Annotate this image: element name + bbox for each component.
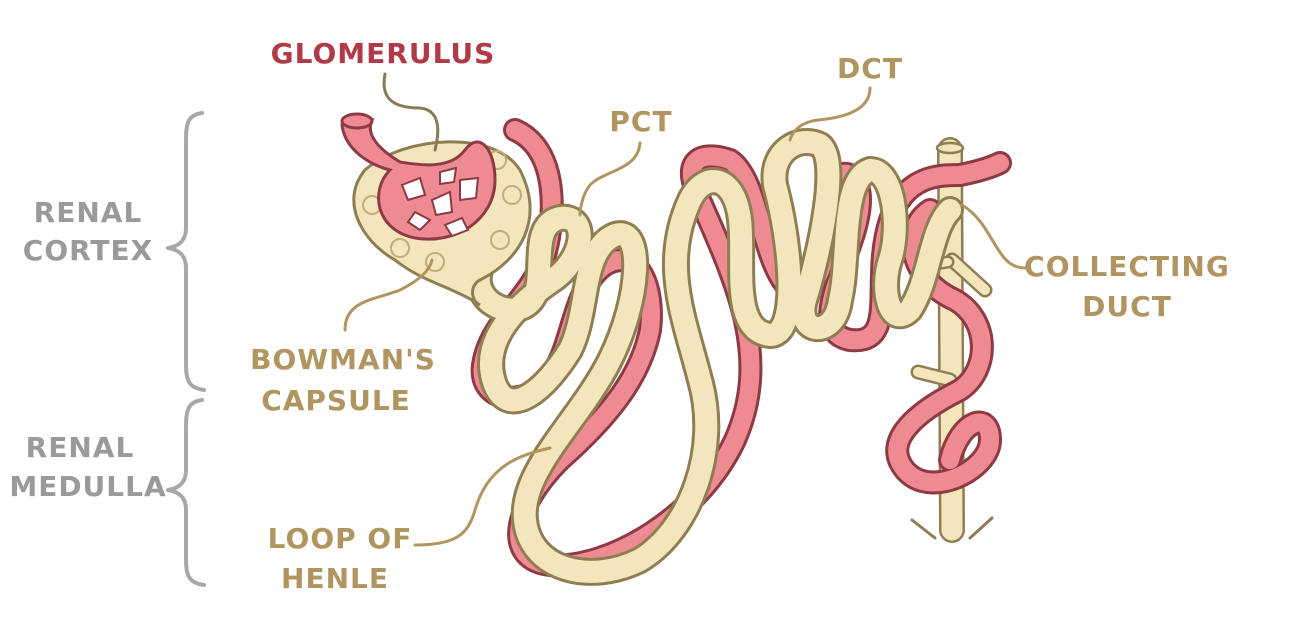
bowmans-capsule-label-line2: CAPSULE [261, 384, 411, 417]
renal-medulla-label-line1: RENAL [26, 431, 135, 464]
renal-medulla-label-line2: MEDULLA [9, 470, 166, 503]
glomerulus-leader [382, 72, 440, 152]
dct-label: DCT [837, 52, 903, 85]
glomerulus [340, 112, 497, 241]
renal-cortex-bracket [166, 111, 206, 392]
collecting-leader [960, 203, 1027, 270]
collecting-duct-label-line1: COLLECTING [1024, 250, 1230, 283]
leader-lines [343, 72, 1027, 547]
pct-leader [578, 141, 642, 217]
pct-label: PCT [609, 105, 672, 138]
loop-of-henle-label-line2: HENLE [281, 562, 389, 595]
renal-medulla-bracket [166, 398, 206, 587]
dct-leader [788, 86, 872, 142]
renal-cortex-label-line2: CORTEX [23, 234, 153, 267]
bowmans-capsule-label-line1: BOWMAN'S [250, 343, 436, 376]
loop-of-henle-label-line1: LOOP OF [268, 522, 413, 555]
renal-cortex-label-line1: RENAL [34, 196, 143, 229]
bowmans-leader [343, 258, 434, 332]
glomerulus-label: GLOMERULUS [271, 37, 496, 70]
collecting-duct-label-line2: DUCT [1082, 290, 1172, 323]
loop-leader [413, 446, 552, 547]
